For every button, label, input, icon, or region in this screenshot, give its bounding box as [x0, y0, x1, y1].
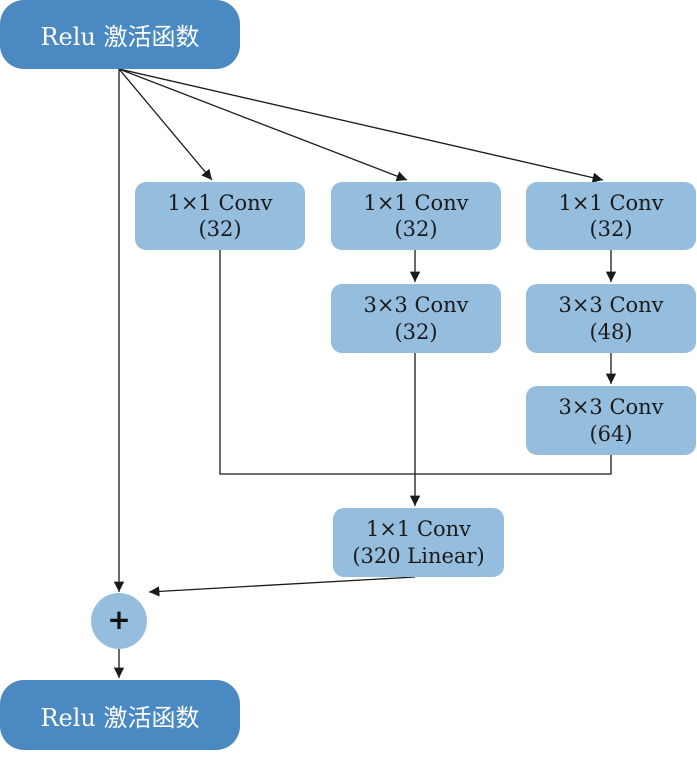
- branch1-conv1-node: 1×1 Conv (32): [135, 182, 305, 250]
- branch3-conv1-line1: 1×1 Conv: [558, 190, 664, 215]
- edge-branch3-to-concat: [415, 455, 612, 475]
- branch3-conv1-node: 1×1 Conv (32): [526, 182, 696, 250]
- branch2-conv1-node: 1×1 Conv (32): [331, 182, 501, 250]
- merge-conv-node: 1×1 Conv (320 Linear): [333, 508, 504, 577]
- merge-conv-line2: (320 Linear): [352, 543, 485, 568]
- branch3-conv2-line2: (48): [589, 319, 633, 344]
- edge-input-to-branch1: [118, 68, 213, 181]
- branch3-conv2-line1: 3×3 Conv: [558, 293, 664, 318]
- output-relu-node: Relu 激活函数: [0, 680, 240, 750]
- edge-merge-to-add: [148, 576, 416, 597]
- edge-input-to-branch2: [118, 68, 408, 182]
- output-relu-label: Relu 激活函数: [40, 703, 200, 732]
- branch2-conv2-line2: (32): [394, 319, 438, 344]
- branch3-conv2-node: 3×3 Conv (48): [526, 284, 696, 353]
- edge-input-to-branch3: [118, 68, 604, 183]
- edge-branch1-to-concat: [219, 250, 415, 475]
- branch1-conv1-line2: (32): [198, 217, 242, 241]
- branch2-conv2-line1: 3×3 Conv: [363, 293, 469, 318]
- branch2-conv2-node: 3×3 Conv (32): [331, 284, 501, 353]
- branch3-conv3-line2: (64): [589, 421, 633, 446]
- input-relu-label: Relu 激活函数: [40, 23, 200, 51]
- branch2-conv1-line2: (32): [394, 217, 438, 241]
- input-relu-node: Relu 激活函数: [0, 0, 240, 69]
- branch3-conv3-node: 3×3 Conv (64): [526, 386, 696, 455]
- plus-icon: +: [107, 603, 131, 636]
- branch3-conv3-line1: 3×3 Conv: [558, 395, 664, 420]
- add-node: +: [91, 593, 147, 649]
- branch2-conv1-line1: 1×1 Conv: [363, 190, 469, 215]
- merge-conv-line1: 1×1 Conv: [365, 517, 472, 542]
- branch3-conv1-line2: (32): [589, 217, 633, 241]
- branch1-conv1-line1: 1×1 Conv: [167, 190, 273, 215]
